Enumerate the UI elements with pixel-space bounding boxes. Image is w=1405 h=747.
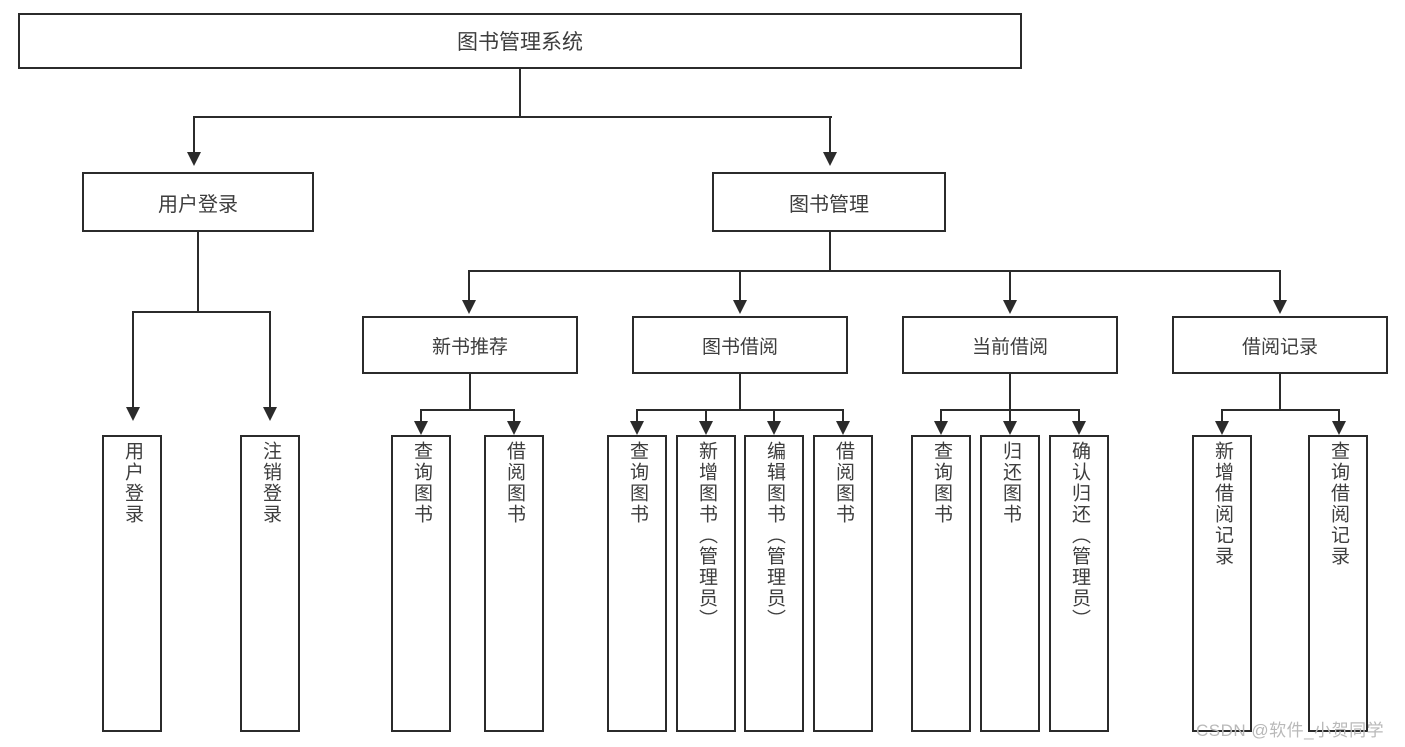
edge-new-book-stem: [469, 374, 471, 410]
node-label: 确认归还（管理员）: [1068, 441, 1090, 630]
node-label: 借阅图书: [503, 441, 525, 525]
edge-bm-to-borrow-record: [1279, 270, 1281, 302]
edge-current-borrow-to-leaf-3: [1078, 409, 1080, 423]
edge-borrow-record-to-leaf-2: [1338, 409, 1340, 423]
arrowhead-icon-root-to-user-login: [187, 152, 201, 166]
arrowhead-icon-root-to-book-management: [823, 152, 837, 166]
node-borrow-record[interactable]: 借阅记录: [1172, 316, 1388, 374]
node-label: 当前借阅: [971, 336, 1048, 358]
leaf-current-borrow-return-book[interactable]: 归还图书: [980, 435, 1040, 732]
node-label: 图书借阅: [701, 336, 778, 358]
edge-book-borrow-to-leaf-4: [842, 409, 844, 423]
leaf-current-borrow-confirm-return-admin[interactable]: 确认归还（管理员）: [1049, 435, 1109, 732]
leaf-current-borrow-query-book[interactable]: 查询图书: [911, 435, 971, 732]
leaf-new-book-query-book[interactable]: 查询图书: [391, 435, 451, 732]
leaf-user-login-logout[interactable]: 注销登录: [240, 435, 300, 732]
edge-user-login-to-leaf-2: [269, 311, 271, 409]
arrowhead-icon-current-borrow-leaf-2: [1003, 421, 1017, 435]
node-label: 图书管理系统: [457, 31, 583, 54]
edge-bm-to-book-borrow: [739, 270, 741, 302]
node-new-book-recommend[interactable]: 新书推荐: [362, 316, 578, 374]
edge-book-management-bus: [469, 270, 1281, 272]
leaf-borrow-record-add-record[interactable]: 新增借阅记录: [1192, 435, 1252, 732]
leaf-new-book-borrow-book[interactable]: 借阅图书: [484, 435, 544, 732]
arrowhead-icon-bm-current-borrow: [1003, 300, 1017, 314]
edge-book-borrow-to-leaf-1: [636, 409, 638, 423]
edge-book-management-stem: [829, 232, 831, 272]
node-label: 查询图书: [626, 441, 648, 525]
node-current-borrow[interactable]: 当前借阅: [902, 316, 1118, 374]
leaf-borrow-record-query-record[interactable]: 查询借阅记录: [1308, 435, 1368, 732]
node-label: 编辑图书（管理员）: [763, 441, 785, 630]
arrowhead-icon-user-login-leaf-1: [126, 407, 140, 421]
leaf-book-borrow-borrow-book[interactable]: 借阅图书: [813, 435, 873, 732]
edge-root-stem: [519, 69, 521, 117]
edge-borrow-record-bus: [1222, 409, 1340, 411]
edge-root-to-book-management: [829, 116, 831, 154]
arrowhead-icon-user-login-leaf-2: [263, 407, 277, 421]
arrowhead-icon-current-borrow-leaf-1: [934, 421, 948, 435]
arrowhead-icon-book-borrow-leaf-4: [836, 421, 850, 435]
node-label: 查询图书: [410, 441, 432, 525]
arrowhead-icon-book-borrow-leaf-2: [699, 421, 713, 435]
arrowhead-icon-bm-book-borrow: [733, 300, 747, 314]
edge-user-login-stem: [197, 232, 199, 312]
edge-new-book-bus: [421, 409, 515, 411]
arrowhead-icon-book-borrow-leaf-1: [630, 421, 644, 435]
node-label: 新增图书（管理员）: [695, 441, 717, 630]
arrowhead-icon-new-book-leaf-1: [414, 421, 428, 435]
edge-new-book-to-leaf-1: [420, 409, 422, 423]
leaf-book-borrow-add-book-admin[interactable]: 新增图书（管理员）: [676, 435, 736, 732]
leaf-user-login-login[interactable]: 用户登录: [102, 435, 162, 732]
node-root-book-management-system[interactable]: 图书管理系统: [18, 13, 1022, 69]
node-label: 新增借阅记录: [1211, 441, 1233, 567]
edge-bm-to-new-book: [468, 270, 470, 302]
edge-user-login-bus: [133, 311, 271, 313]
edge-book-borrow-stem: [739, 374, 741, 410]
edge-borrow-record-stem: [1279, 374, 1281, 410]
csdn-watermark: CSDN @软件_小贺同学: [1196, 721, 1385, 740]
edge-bm-to-current-borrow: [1009, 270, 1011, 302]
node-label: 查询图书: [930, 441, 952, 525]
node-label: 查询借阅记录: [1327, 441, 1349, 567]
edge-current-borrow-stem: [1009, 374, 1011, 410]
node-label: 用户登录: [158, 193, 238, 216]
node-book-borrow[interactable]: 图书借阅: [632, 316, 848, 374]
node-label: 新书推荐: [431, 336, 508, 358]
node-label: 借阅记录: [1241, 336, 1318, 358]
arrowhead-icon-new-book-leaf-2: [507, 421, 521, 435]
edge-borrow-record-to-leaf-1: [1221, 409, 1223, 423]
node-label: 借阅图书: [832, 441, 854, 525]
edge-root-to-user-login: [193, 116, 195, 154]
arrowhead-icon-borrow-record-leaf-1: [1215, 421, 1229, 435]
edge-book-borrow-to-leaf-2: [705, 409, 707, 423]
node-label: 用户登录: [121, 441, 143, 525]
edge-root-bus: [194, 116, 832, 118]
node-user-login[interactable]: 用户登录: [82, 172, 314, 232]
leaf-book-borrow-query-book[interactable]: 查询图书: [607, 435, 667, 732]
arrowhead-icon-borrow-record-leaf-2: [1332, 421, 1346, 435]
edge-current-borrow-to-leaf-2: [1009, 409, 1011, 423]
node-book-management[interactable]: 图书管理: [712, 172, 946, 232]
arrowhead-icon-bm-borrow-record: [1273, 300, 1287, 314]
edge-current-borrow-to-leaf-1: [940, 409, 942, 423]
node-label: 图书管理: [789, 193, 869, 216]
arrowhead-icon-bm-new-book: [462, 300, 476, 314]
arrowhead-icon-current-borrow-leaf-3: [1072, 421, 1086, 435]
edge-new-book-to-leaf-2: [513, 409, 515, 423]
edge-book-borrow-bus: [637, 409, 844, 411]
arrowhead-icon-book-borrow-leaf-3: [767, 421, 781, 435]
node-label: 注销登录: [259, 441, 281, 525]
edge-book-borrow-to-leaf-3: [773, 409, 775, 423]
leaf-book-borrow-edit-book-admin[interactable]: 编辑图书（管理员）: [744, 435, 804, 732]
node-label: 归还图书: [999, 441, 1021, 525]
edge-user-login-to-leaf-1: [132, 311, 134, 409]
